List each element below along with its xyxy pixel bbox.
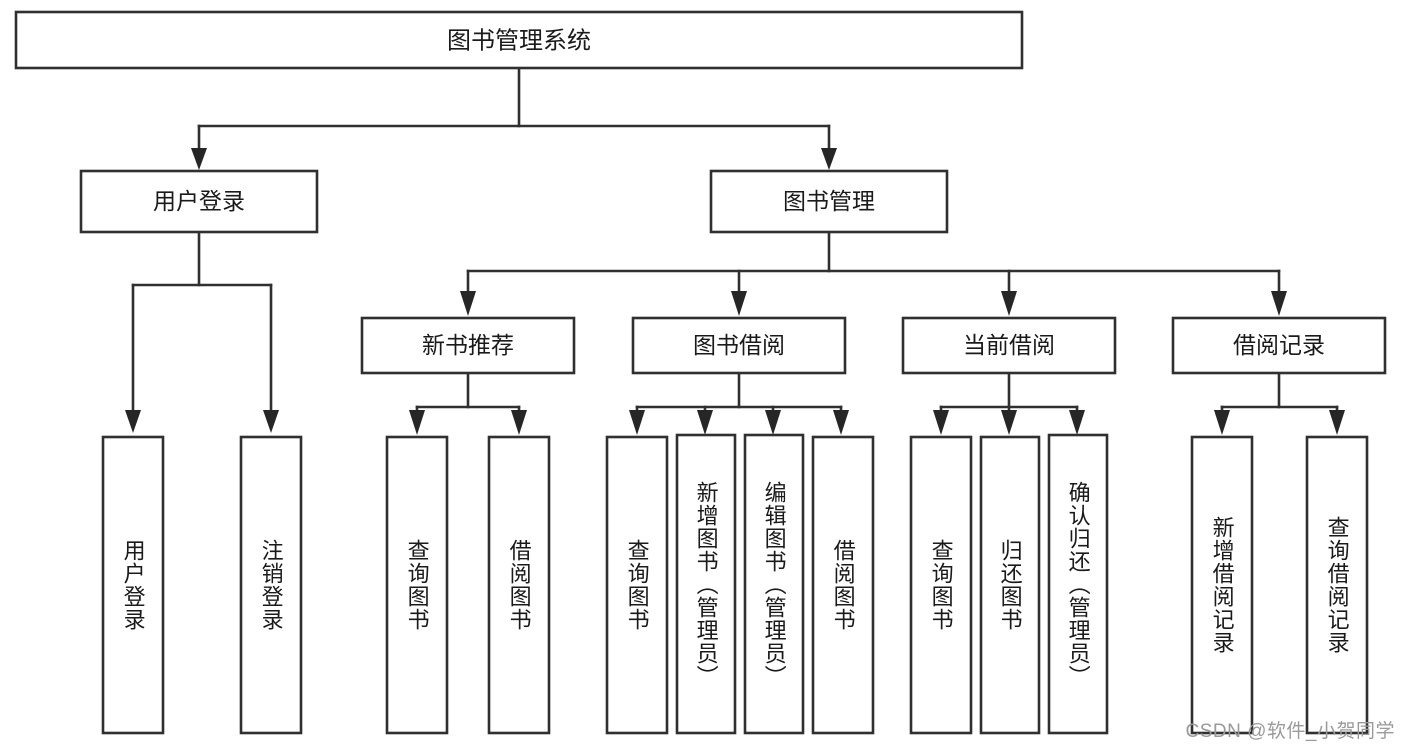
arrow-borrow-record-leaf-0 <box>1214 410 1230 435</box>
arrow-book-borrow-leaf-0 <box>629 410 645 435</box>
node-user-login-box[interactable] <box>79 169 319 234</box>
node-book-manage[interactable]: 图书管理 <box>709 169 949 234</box>
node-borrow-record-label: 借阅记录 <box>1233 332 1325 358</box>
arrow-book-borrow-leaf-1 <box>697 410 713 435</box>
connector-group <box>125 66 1345 435</box>
arrow-to-user-login <box>191 148 207 170</box>
csdn-watermark: CSDN @软件_小贺同学 <box>1185 721 1395 742</box>
leaf-box-current-borrow-0[interactable] <box>909 435 973 735</box>
arrow-to-current-borrow <box>1001 291 1017 316</box>
node-root[interactable]: 图书管理系统 <box>14 10 1024 70</box>
leaf-box-new-book-0[interactable] <box>385 435 449 735</box>
leaf-box-user-login-0[interactable] <box>101 435 165 735</box>
arrow-new-book-leaf-0 <box>409 410 425 435</box>
node-user-login[interactable]: 用户登录 <box>79 169 319 234</box>
arrow-current-borrow-leaf-2 <box>1069 410 1085 435</box>
arrow-new-book-leaf-1 <box>511 410 527 435</box>
node-root-box[interactable] <box>14 10 1024 70</box>
node-root-label: 图书管理系统 <box>447 27 591 54</box>
leaf-box-current-borrow-1[interactable] <box>979 435 1041 735</box>
node-book-borrow[interactable]: 图书借阅 <box>631 316 847 375</box>
arrow-book-borrow-leaf-2 <box>765 410 781 435</box>
leaf-box-current-borrow-2[interactable] <box>1047 433 1109 735</box>
node-book-manage-box[interactable] <box>709 169 949 234</box>
leaf-box-user-login-1[interactable] <box>239 435 303 735</box>
leaf-box-book-borrow-0[interactable] <box>605 435 669 735</box>
node-new-book-recommend-box[interactable] <box>360 316 576 375</box>
leaf-box-book-borrow-3[interactable] <box>811 435 875 735</box>
node-current-borrow-box[interactable] <box>901 316 1117 375</box>
arrow-to-new-book <box>460 291 476 316</box>
node-current-borrow-label: 当前借阅 <box>963 332 1055 358</box>
arrow-user-login-leaf-0 <box>125 410 141 433</box>
leaf-box-borrow-record-1[interactable] <box>1305 435 1369 735</box>
node-new-book-recommend-label: 新书推荐 <box>422 332 514 358</box>
arrow-current-borrow-leaf-0 <box>933 410 949 435</box>
node-book-borrow-box[interactable] <box>631 316 847 375</box>
leaf-box-book-borrow-1[interactable] <box>675 433 737 735</box>
arrow-current-borrow-leaf-1 <box>1001 410 1017 435</box>
arrow-to-book-manage <box>821 148 837 170</box>
leaf-box-book-borrow-2[interactable] <box>743 433 805 735</box>
node-book-borrow-label: 图书借阅 <box>693 332 785 358</box>
arrow-to-book-borrow <box>731 291 747 316</box>
arrow-book-borrow-leaf-3 <box>833 410 849 435</box>
node-borrow-record[interactable]: 借阅记录 <box>1171 316 1387 375</box>
leaf-box-new-book-1[interactable] <box>487 435 551 735</box>
arrow-to-borrow-record <box>1271 291 1287 316</box>
arrow-borrow-record-leaf-1 <box>1329 410 1345 435</box>
node-new-book-recommend[interactable]: 新书推荐 <box>360 316 576 375</box>
node-current-borrow[interactable]: 当前借阅 <box>901 316 1117 375</box>
arrow-user-login-leaf-1 <box>263 410 279 433</box>
leaf-box-borrow-record-0[interactable] <box>1190 435 1254 735</box>
node-user-login-label: 用户登录 <box>153 188 245 214</box>
node-borrow-record-box[interactable] <box>1171 316 1387 375</box>
node-book-manage-label: 图书管理 <box>783 188 875 214</box>
